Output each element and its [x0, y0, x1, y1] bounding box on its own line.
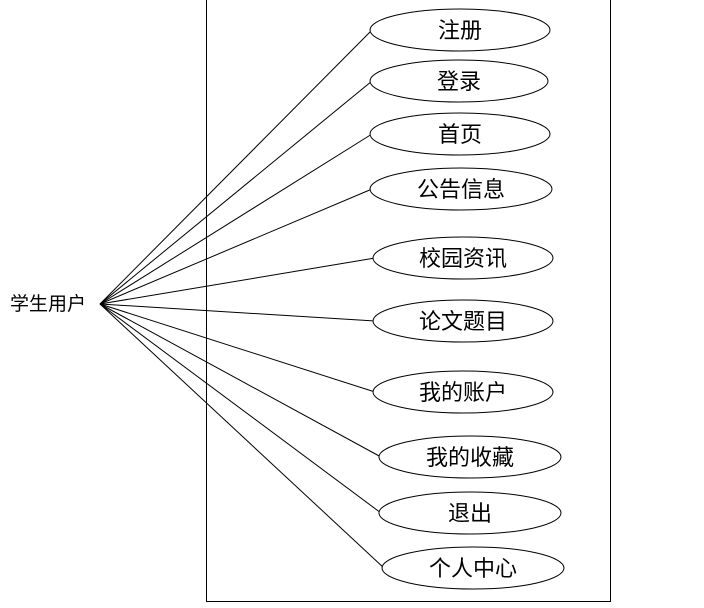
use-case-ellipse: [369, 167, 553, 211]
association-line: [99, 303, 376, 322]
use-case-personal-center[interactable]: 个人中心: [381, 546, 565, 590]
use-case-label: 退出: [448, 502, 492, 527]
use-case-logout[interactable]: 退出: [378, 491, 562, 535]
use-case-label: 登录: [437, 70, 481, 95]
actor-label: 学生用户: [10, 293, 86, 315]
association-line: [99, 188, 373, 305]
use-case-ellipse: [369, 8, 551, 52]
system-boundary: [206, 0, 611, 602]
association-line: [99, 257, 376, 305]
use-case-ellipse: [372, 299, 554, 343]
use-case-register[interactable]: 注册: [369, 8, 551, 52]
use-case-announcements[interactable]: 公告信息: [369, 167, 553, 211]
association-line: [99, 303, 385, 569]
use-case-ellipse: [378, 435, 562, 479]
use-case-label: 我的账户: [419, 381, 507, 406]
use-case-login[interactable]: 登录: [369, 59, 549, 103]
use-case-ellipse: [372, 236, 554, 280]
use-case-label: 个人中心: [429, 557, 517, 582]
use-case-label: 校园资讯: [419, 247, 507, 272]
use-case-ellipse: [381, 546, 565, 590]
use-case-label: 公告信息: [417, 178, 505, 203]
use-case-ellipse: [369, 59, 549, 103]
use-cases: 注册 登录 首页 公告信息 校园资讯 论文题目 我的账户 我的收藏: [369, 8, 565, 590]
use-case-label: 论文题目: [419, 310, 507, 335]
association-line: [99, 29, 373, 305]
use-case-my-account[interactable]: 我的账户: [372, 370, 554, 414]
association-line: [99, 80, 373, 305]
use-case-ellipse: [372, 370, 554, 414]
use-case-label: 我的收藏: [426, 446, 514, 471]
use-case-label: 注册: [438, 19, 482, 44]
use-case-thesis-topics[interactable]: 论文题目: [372, 299, 554, 343]
use-case-label: 首页: [438, 123, 482, 148]
use-case-my-favorites[interactable]: 我的收藏: [378, 435, 562, 479]
association-line: [99, 133, 373, 305]
association-lines: [99, 29, 385, 569]
use-case-campus-news[interactable]: 校园资讯: [372, 236, 554, 280]
use-case-home[interactable]: 首页: [369, 112, 551, 156]
association-line: [99, 303, 382, 458]
association-line: [99, 303, 376, 393]
use-case-ellipse: [369, 112, 551, 156]
use-case-ellipse: [378, 491, 562, 535]
association-line: [99, 303, 382, 514]
